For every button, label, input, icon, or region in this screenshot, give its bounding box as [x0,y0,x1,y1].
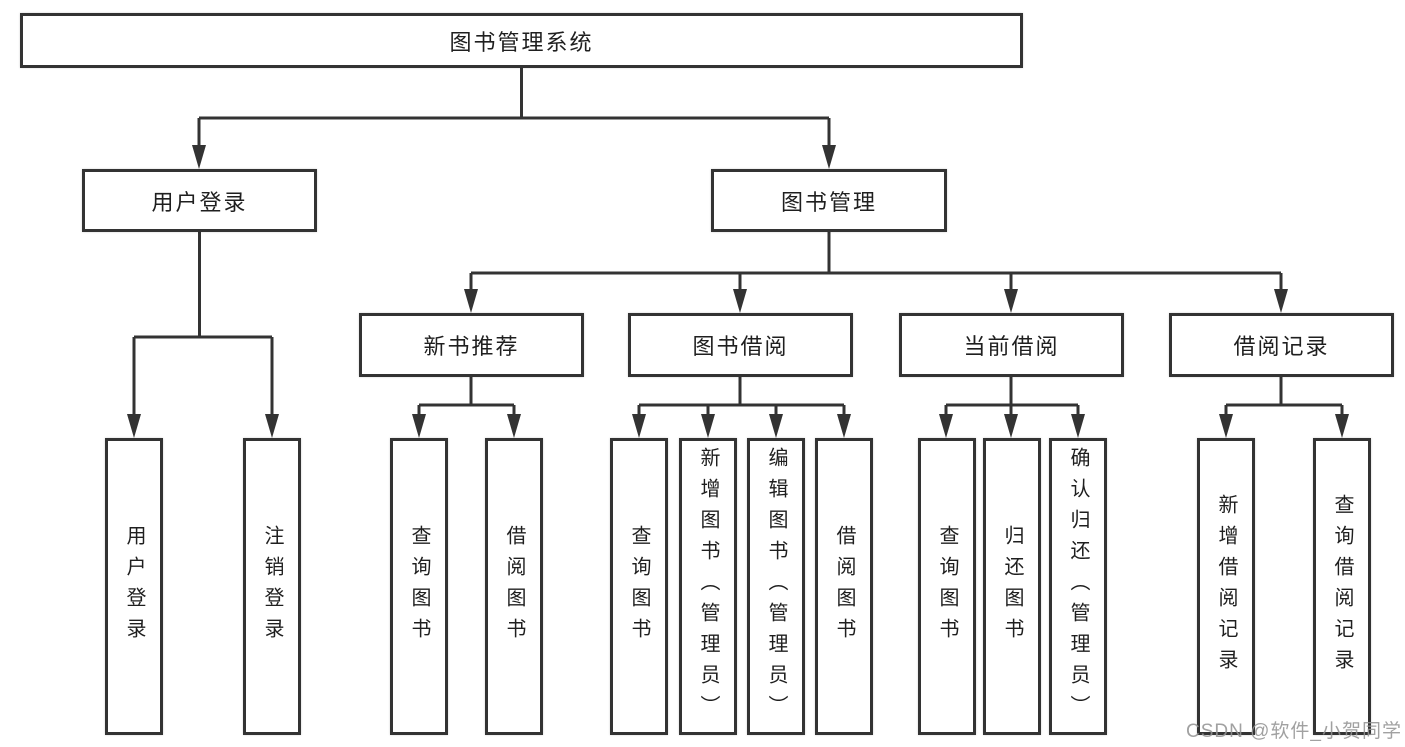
leaf-borrow-books: 借阅图书 [815,438,873,735]
node-new-book-recommend: 新书推荐 [359,313,584,377]
leaf-borrow-books-recommend: 借阅图书 [485,438,543,735]
leaf-return-books: 归还图书 [983,438,1041,735]
arrow-icon [1004,289,1018,313]
connector-records-to-leaves [1224,377,1344,416]
arrow-icon [507,414,521,438]
arrow-icon [769,414,783,438]
arrow-icon [822,145,836,169]
arrow-icon [1274,289,1288,313]
node-current-borrow: 当前借阅 [899,313,1124,377]
connector-borrow-to-leaves [637,377,846,416]
node-book-borrow: 图书借阅 [628,313,853,377]
arrow-icon [1335,414,1349,438]
arrow-icon [1219,414,1233,438]
leaf-user-login: 用户登录 [105,438,163,735]
leaf-logout-login: 注销登录 [243,438,301,735]
node-borrow-records: 借阅记录 [1169,313,1394,377]
arrow-icon [939,414,953,438]
arrow-icon [837,414,851,438]
connector-recommend-to-leaves [417,377,516,416]
arrow-icon [192,145,206,169]
arrow-icon [1004,414,1018,438]
connector-current-to-leaves [944,377,1080,416]
arrow-icon [464,289,478,313]
leaf-add-book-admin: 新增图书（管理员） [679,438,737,735]
arrow-icon [632,414,646,438]
arrow-icon [265,414,279,438]
leaf-confirm-return-admin: 确认归还（管理员） [1049,438,1107,735]
csdn-watermark: CSDN @软件_小贺同学 [1186,721,1402,742]
connector-book-mgmt-to-level3 [469,232,1283,291]
leaf-query-borrow-record: 查询借阅记录 [1313,438,1371,735]
arrow-icon [733,289,747,313]
leaf-query-books-borrow: 查询图书 [610,438,668,735]
node-user-login: 用户登录 [82,169,317,232]
connector-user-login-to-leaves [132,232,274,416]
arrow-icon [1071,414,1085,438]
leaf-add-borrow-record: 新增借阅记录 [1197,438,1255,735]
connector-root-to-level2 [197,68,831,147]
leaf-query-books-recommend: 查询图书 [390,438,448,735]
node-library-management-system: 图书管理系统 [20,13,1023,68]
node-book-management: 图书管理 [711,169,947,232]
leaf-query-books-current: 查询图书 [918,438,976,735]
arrow-icon [412,414,426,438]
arrow-icon [701,414,715,438]
leaf-edit-book-admin: 编辑图书（管理员） [747,438,805,735]
arrow-icon [127,414,141,438]
